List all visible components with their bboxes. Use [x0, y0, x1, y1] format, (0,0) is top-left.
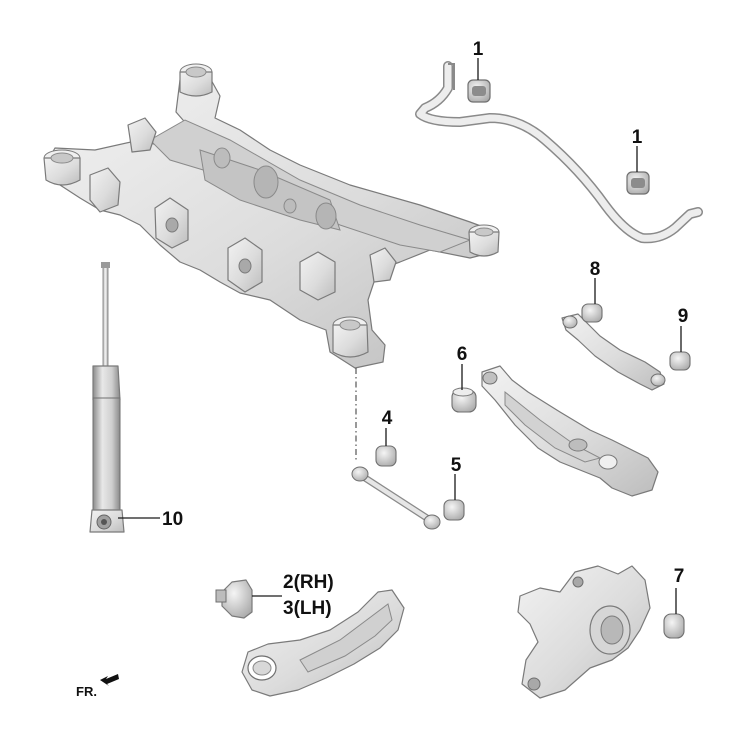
callout-number: 3(LH): [283, 598, 332, 619]
upper-arm: [561, 313, 666, 391]
bushing: [581, 303, 603, 323]
callout-number: 10: [162, 509, 183, 530]
lower-control-arm: [481, 365, 659, 497]
shock-absorber: [89, 262, 125, 533]
stabilizer-bushing: [467, 79, 491, 103]
bushing: [663, 613, 685, 639]
callout-number: 6: [457, 344, 468, 365]
rear-subframe: [43, 63, 500, 369]
bushing: [451, 387, 477, 413]
bushing: [375, 445, 397, 467]
callout-number: 1: [473, 39, 484, 60]
callout-number: 1: [632, 127, 643, 148]
stabilizer-bushing: [626, 171, 650, 195]
callout-number: 4: [382, 408, 393, 429]
front-direction-marker: FR.: [76, 674, 119, 699]
callout-number: 8: [590, 259, 601, 280]
callout-number: 9: [678, 306, 689, 327]
bushing: [669, 351, 691, 371]
callout-number: 2(RH): [283, 572, 334, 593]
rear-knuckle: [517, 565, 651, 699]
stabilizer-bar: [415, 61, 703, 244]
trailing-arm: [241, 589, 405, 697]
callout-number: 5: [451, 455, 462, 476]
trailing-arm-bushing: [215, 579, 253, 619]
arrow-icon: [100, 674, 119, 686]
callout-number: 7: [674, 566, 685, 587]
bushing: [443, 499, 465, 521]
front-label: FR.: [76, 684, 97, 699]
lateral-link: [351, 466, 441, 530]
